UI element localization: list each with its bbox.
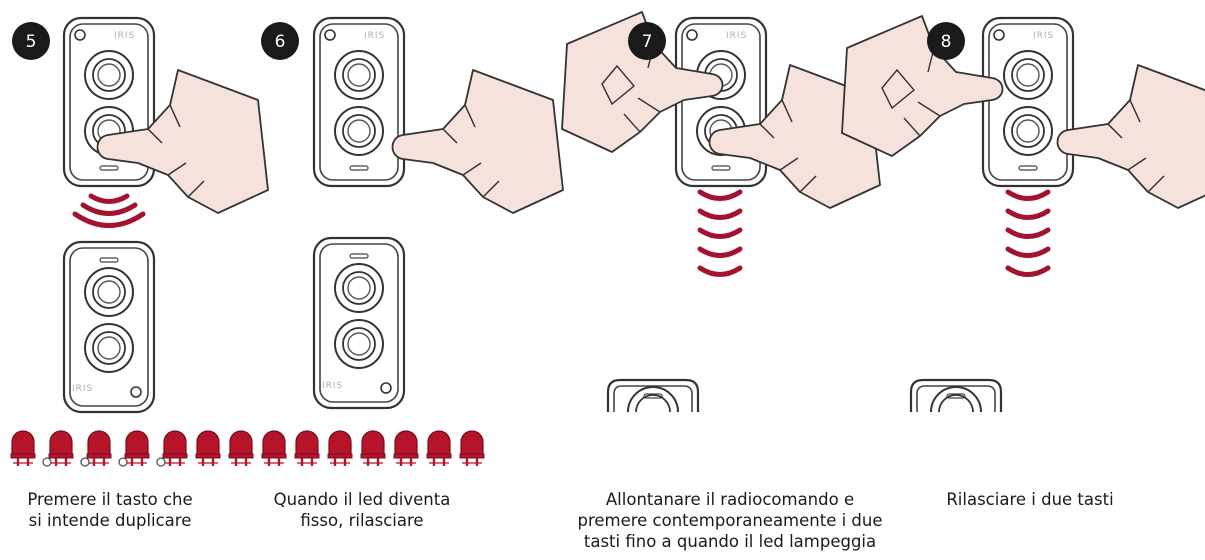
pointing-hand-icon [391,69,564,214]
step-number-badge [927,22,965,60]
step-number: 8 [941,32,952,52]
step-7-caption: Allontanare il radiocomando e premere co… [560,489,900,552]
led-off-icon [156,457,166,467]
step-number: 6 [275,32,286,52]
signal-wave-icon [700,192,740,275]
led-on-icon [458,429,486,468]
remote-partial [606,378,700,413]
led-on-icon [194,429,222,468]
brand-logo: IRIS [1033,31,1054,41]
caption-line: si intende duplicare [28,511,192,530]
step-number: 7 [642,32,653,52]
led-on-icon [161,429,189,468]
step-5-illustration: IRIS IRIS 5 [12,16,269,414]
brand-logo: IRIS [726,31,747,41]
brand-logo: IRIS [114,31,135,41]
remote-partial [909,378,1003,413]
caption-line: tasti fino a quando il led lampeggia [583,532,877,551]
led-on-icon [85,429,113,468]
step-6-illustration: IRIS IRIS 6 [261,16,564,410]
led-on-icon [9,429,37,468]
led-sequence [9,429,486,468]
step-number-badge [12,22,50,60]
caption-line: fisso, rilasciare [300,511,424,530]
step-5-caption: Premere il tasto che si intende duplicar… [10,489,210,531]
step-7-illustration: IRIS 7 [561,11,881,413]
step-8-illustration: IRIS 8 [841,15,1205,413]
led-on-icon [359,429,387,468]
led-off-icon [80,457,90,467]
step-number-badge [628,22,666,60]
brand-logo: IRIS [72,384,93,394]
svg-text:IRIS: IRIS [114,31,135,41]
led-off-icon [118,457,128,467]
led-on-icon [293,429,321,468]
pointing-hand-icon [841,15,1004,157]
caption-line: premere contemporaneamente i due [577,511,883,530]
svg-text:IRIS: IRIS [364,31,385,41]
caption-line: Rilasciare i due tasti [946,490,1114,509]
led-on-icon [392,429,420,468]
step-6-caption: Quando il led diventa fisso, rilasciare [262,489,462,531]
brand-logo: IRIS [364,31,385,41]
svg-text:IRIS: IRIS [726,31,747,41]
svg-text:IRIS: IRIS [322,381,343,391]
signal-wave-icon [72,193,146,228]
led-on-icon [123,429,151,468]
caption-line: Quando il led diventa [273,490,451,509]
led-on-icon [47,429,75,468]
svg-text:IRIS: IRIS [72,384,93,394]
led-on-icon [260,429,288,468]
svg-text:IRIS: IRIS [1033,31,1054,41]
led-off-icon [42,457,52,467]
step-number-badge [261,22,299,60]
led-on-icon [227,429,255,468]
pointing-hand-icon [1056,64,1205,209]
led-on-icon [326,429,354,468]
caption-line: Allontanare il radiocomando e [605,490,855,509]
led-on-icon [425,429,453,468]
signal-wave-icon [1008,192,1048,275]
brand-logo: IRIS [322,381,343,391]
step-8-caption: Rilasciare i due tasti [930,489,1130,510]
caption-line: Premere il tasto che [27,490,193,509]
step-number: 5 [26,32,37,52]
